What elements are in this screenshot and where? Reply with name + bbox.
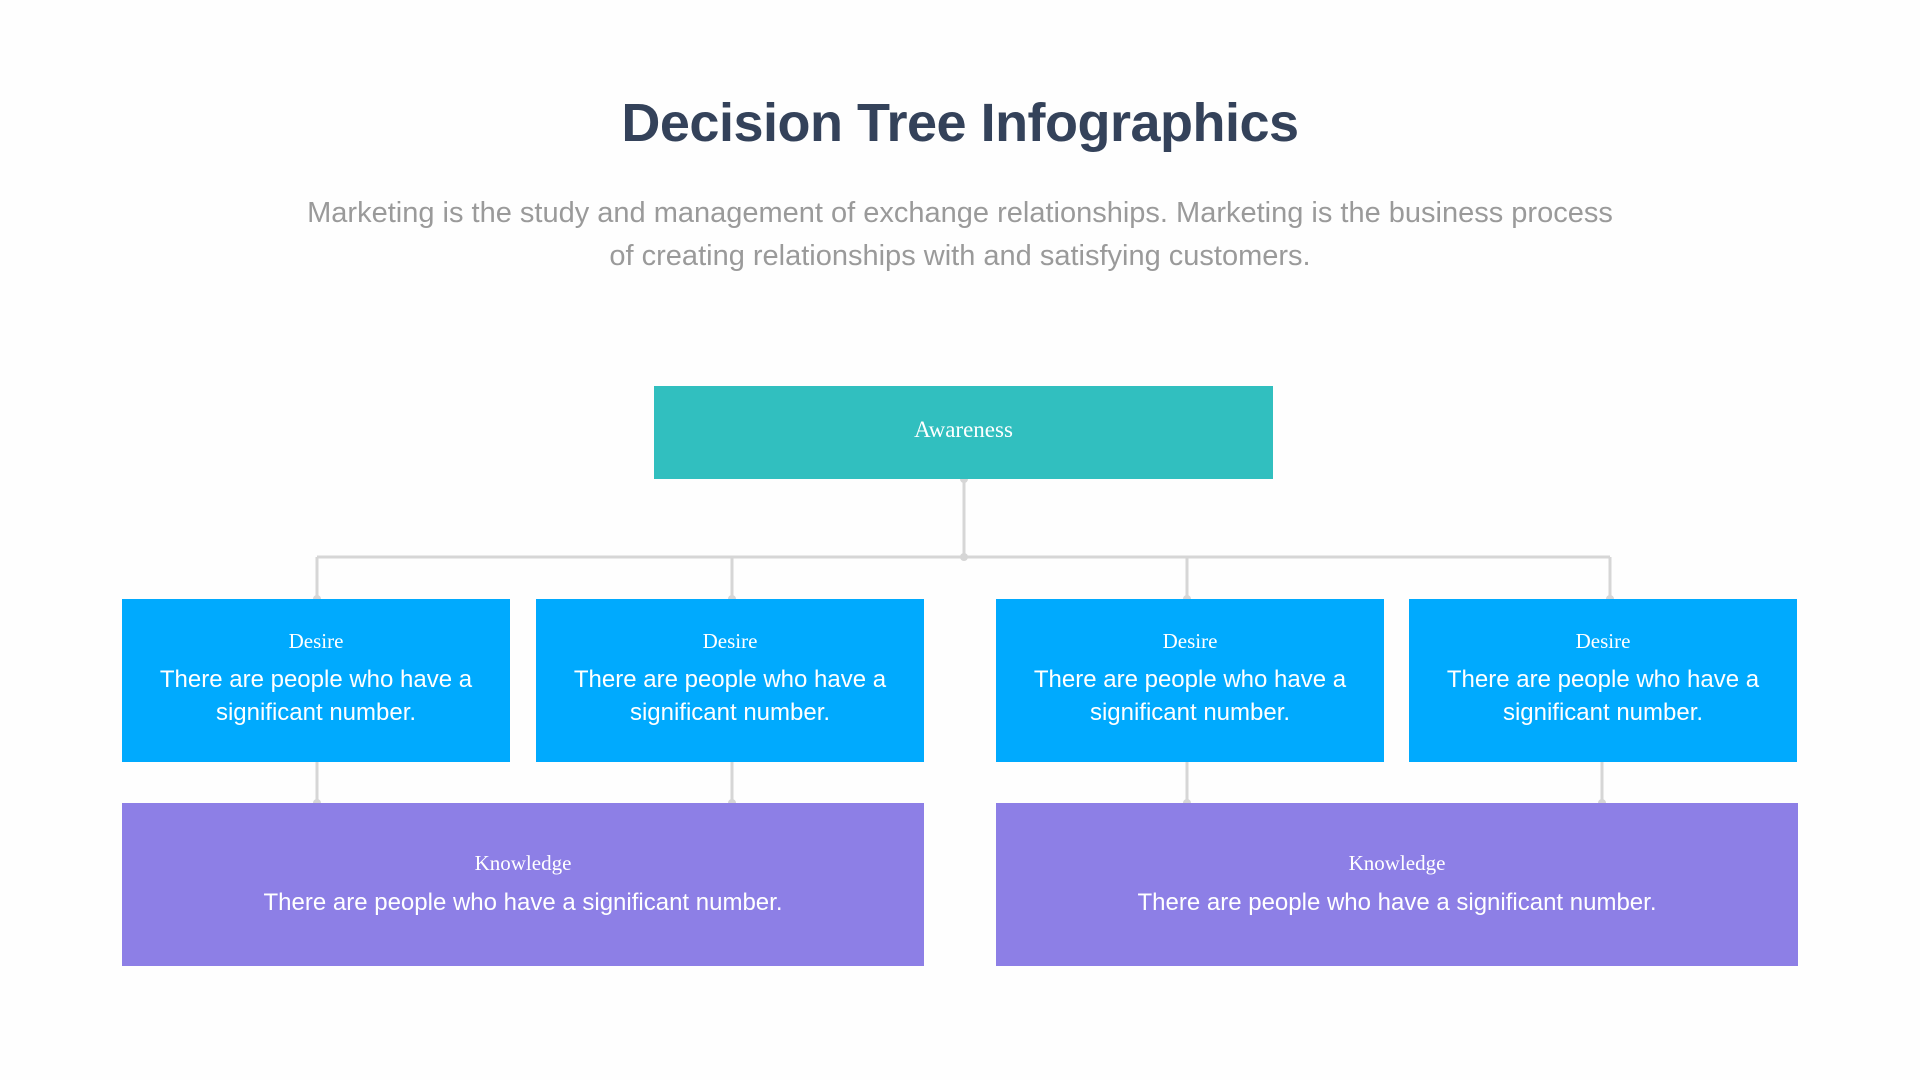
page-title: Decision Tree Infographics [621,93,1299,153]
desire-node: Desire There are people who have a signi… [1409,599,1797,762]
node-text: There are people who have a significant … [263,889,783,916]
knowledge-node: Knowledge There are people who have a si… [996,803,1798,966]
node-text: There are people who have a significant … [1033,666,1347,726]
node-label: Desire [288,629,344,653]
page-subtitle: Marketing is the study and management of… [210,192,1710,278]
knowledge-node: Knowledge There are people who have a si… [122,803,924,966]
desire-node: Desire There are people who have a signi… [122,599,510,762]
node-label: Awareness [914,416,1013,442]
awareness-node: Awareness [654,386,1273,479]
subtitle-line: Marketing is the study and management of… [307,197,1613,229]
connector-dot [960,553,968,561]
node-text: There are people who have a significant … [573,666,887,726]
node-text: There are people who have a significant … [1446,666,1760,726]
node-label: Knowledge [1348,851,1446,875]
node-label: Desire [1575,629,1631,653]
desire-node: Desire There are people who have a signi… [996,599,1384,762]
node-label: Knowledge [474,851,572,875]
node-text: There are people who have a significant … [1137,889,1657,916]
node-label: Desire [702,629,758,653]
node-label: Desire [1162,629,1218,653]
desire-node: Desire There are people who have a signi… [536,599,924,762]
node-text: There are people who have a significant … [159,666,473,726]
subtitle-line: of creating relationships with and satis… [609,240,1311,272]
